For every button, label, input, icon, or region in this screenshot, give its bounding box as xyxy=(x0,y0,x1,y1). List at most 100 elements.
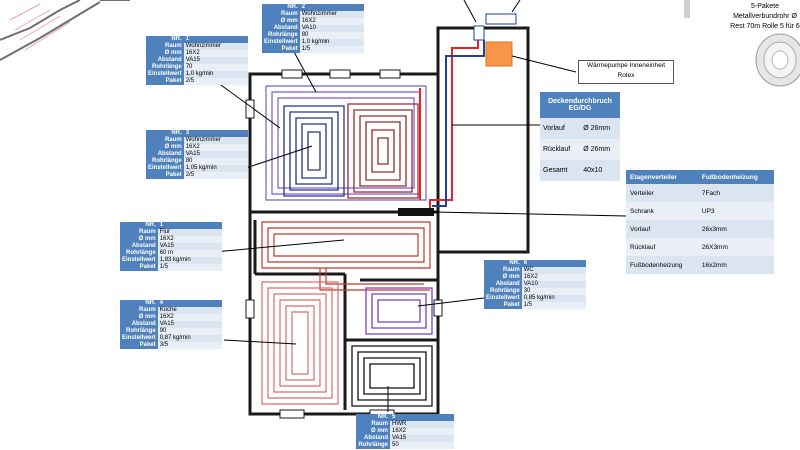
room-field-value: 3 xyxy=(183,130,248,137)
room-field-value: 30 xyxy=(521,288,586,295)
room-field-label: Raum xyxy=(484,267,522,274)
room-field-value: 80 xyxy=(299,32,364,39)
room-field-label: Rohrlänge xyxy=(120,328,158,335)
room-field-value: 16X2 xyxy=(183,144,248,151)
room-field-label: NR. xyxy=(120,300,158,307)
etag-label: Verteiler xyxy=(626,184,698,202)
room-field-label: Raum xyxy=(146,137,184,144)
room-field-value: WC xyxy=(521,267,586,274)
etag-value: UP3 xyxy=(697,202,774,220)
etag-value: 16x2mm xyxy=(697,256,774,274)
room-field-value: 1/5 xyxy=(521,302,586,309)
room-field-value: VA15 xyxy=(157,321,222,328)
room-field-value: 1 xyxy=(183,36,248,43)
room-field-value: 6 xyxy=(521,260,586,267)
room-field-label: Ø mm xyxy=(356,428,390,435)
room-field-label: Paket xyxy=(484,302,522,309)
room-field-label: Paket xyxy=(262,46,300,53)
deck-label: Rücklauf xyxy=(540,139,581,160)
note-line-2: Metallverbundrohr Ø xyxy=(733,13,797,20)
room-field-value: 16X2 xyxy=(183,50,248,57)
room-field-label: Ø mm xyxy=(484,274,522,281)
room-field-label: Paket xyxy=(146,78,184,85)
room-field-value: 16X2 xyxy=(390,428,454,435)
room-field-value: 1 xyxy=(157,222,222,229)
room-field-value: 16X2 xyxy=(157,236,222,243)
loop-6-wc xyxy=(365,287,433,335)
room-field-label: NR. xyxy=(146,130,184,137)
room-field-value: 0,85 kg/min xyxy=(521,295,586,302)
room-field-label: Raum xyxy=(120,229,158,236)
room-field-value: 1,05 kg/min xyxy=(183,165,248,172)
room-field-label: Abstand xyxy=(120,321,158,328)
room-field-label: Rohrlänge xyxy=(146,64,184,71)
room-field-value: VA15 xyxy=(157,243,222,250)
room-field-label: Abstand xyxy=(146,57,184,64)
room-field-label: Einstellwert xyxy=(146,165,184,172)
room-field-value: 1/5 xyxy=(299,46,364,53)
room-field-label: Rohrlänge xyxy=(484,288,522,295)
room-field-label: NR. xyxy=(262,4,300,11)
room-field-label: Raum xyxy=(262,11,300,18)
room-field-value: VA15 xyxy=(183,151,248,158)
return-line xyxy=(432,40,485,207)
room-field-label: Abstand xyxy=(120,243,158,250)
loop-1-flur xyxy=(261,221,431,291)
etag-value: 7Fach xyxy=(697,184,774,202)
room-field-value: Küche xyxy=(157,307,222,314)
room-field-label: Rohrlänge xyxy=(146,158,184,165)
deck-label: Vorlauf xyxy=(540,118,581,139)
room-field-value: VA15 xyxy=(390,435,454,442)
room-field-value: 4 xyxy=(157,300,222,307)
room-field-value: 80 xyxy=(183,158,248,165)
deck-value: Ø 26mm xyxy=(580,139,620,160)
room-field-value: 60 m xyxy=(157,250,222,257)
room-field-label: Ø mm xyxy=(120,236,158,243)
loop-3-wohnzimmer xyxy=(347,103,419,199)
room-field-label: Einstellwert xyxy=(146,71,184,78)
room-table-row: NR.1 xyxy=(146,36,248,43)
room-field-label: Einstellwert xyxy=(120,335,158,342)
room-field-label: Rohrlänge xyxy=(262,32,300,39)
note-line-3: Rest 70m Rolle 5 für 6 xyxy=(730,23,800,30)
room-field-value: 1,83 kg/min xyxy=(157,257,222,264)
room-field-value: VA15 xyxy=(183,57,248,64)
manifold xyxy=(398,208,434,216)
room-field-value: Wohnzimmer xyxy=(299,11,364,18)
deck-label: Gesamt xyxy=(540,160,581,181)
etag-label: Schrank xyxy=(626,202,698,220)
room-field-value: 0,87 kg/min xyxy=(157,335,222,342)
pipe-package-note: 5-Pakete Metallverbundrohr Ø Rest 70m Ro… xyxy=(730,2,800,32)
room-field-value: 90 xyxy=(157,328,222,335)
heat-pump-label-2: Rotex xyxy=(617,72,635,79)
room-field-value: 16X2 xyxy=(299,18,364,25)
neighbor-plan-fragment xyxy=(0,0,130,61)
